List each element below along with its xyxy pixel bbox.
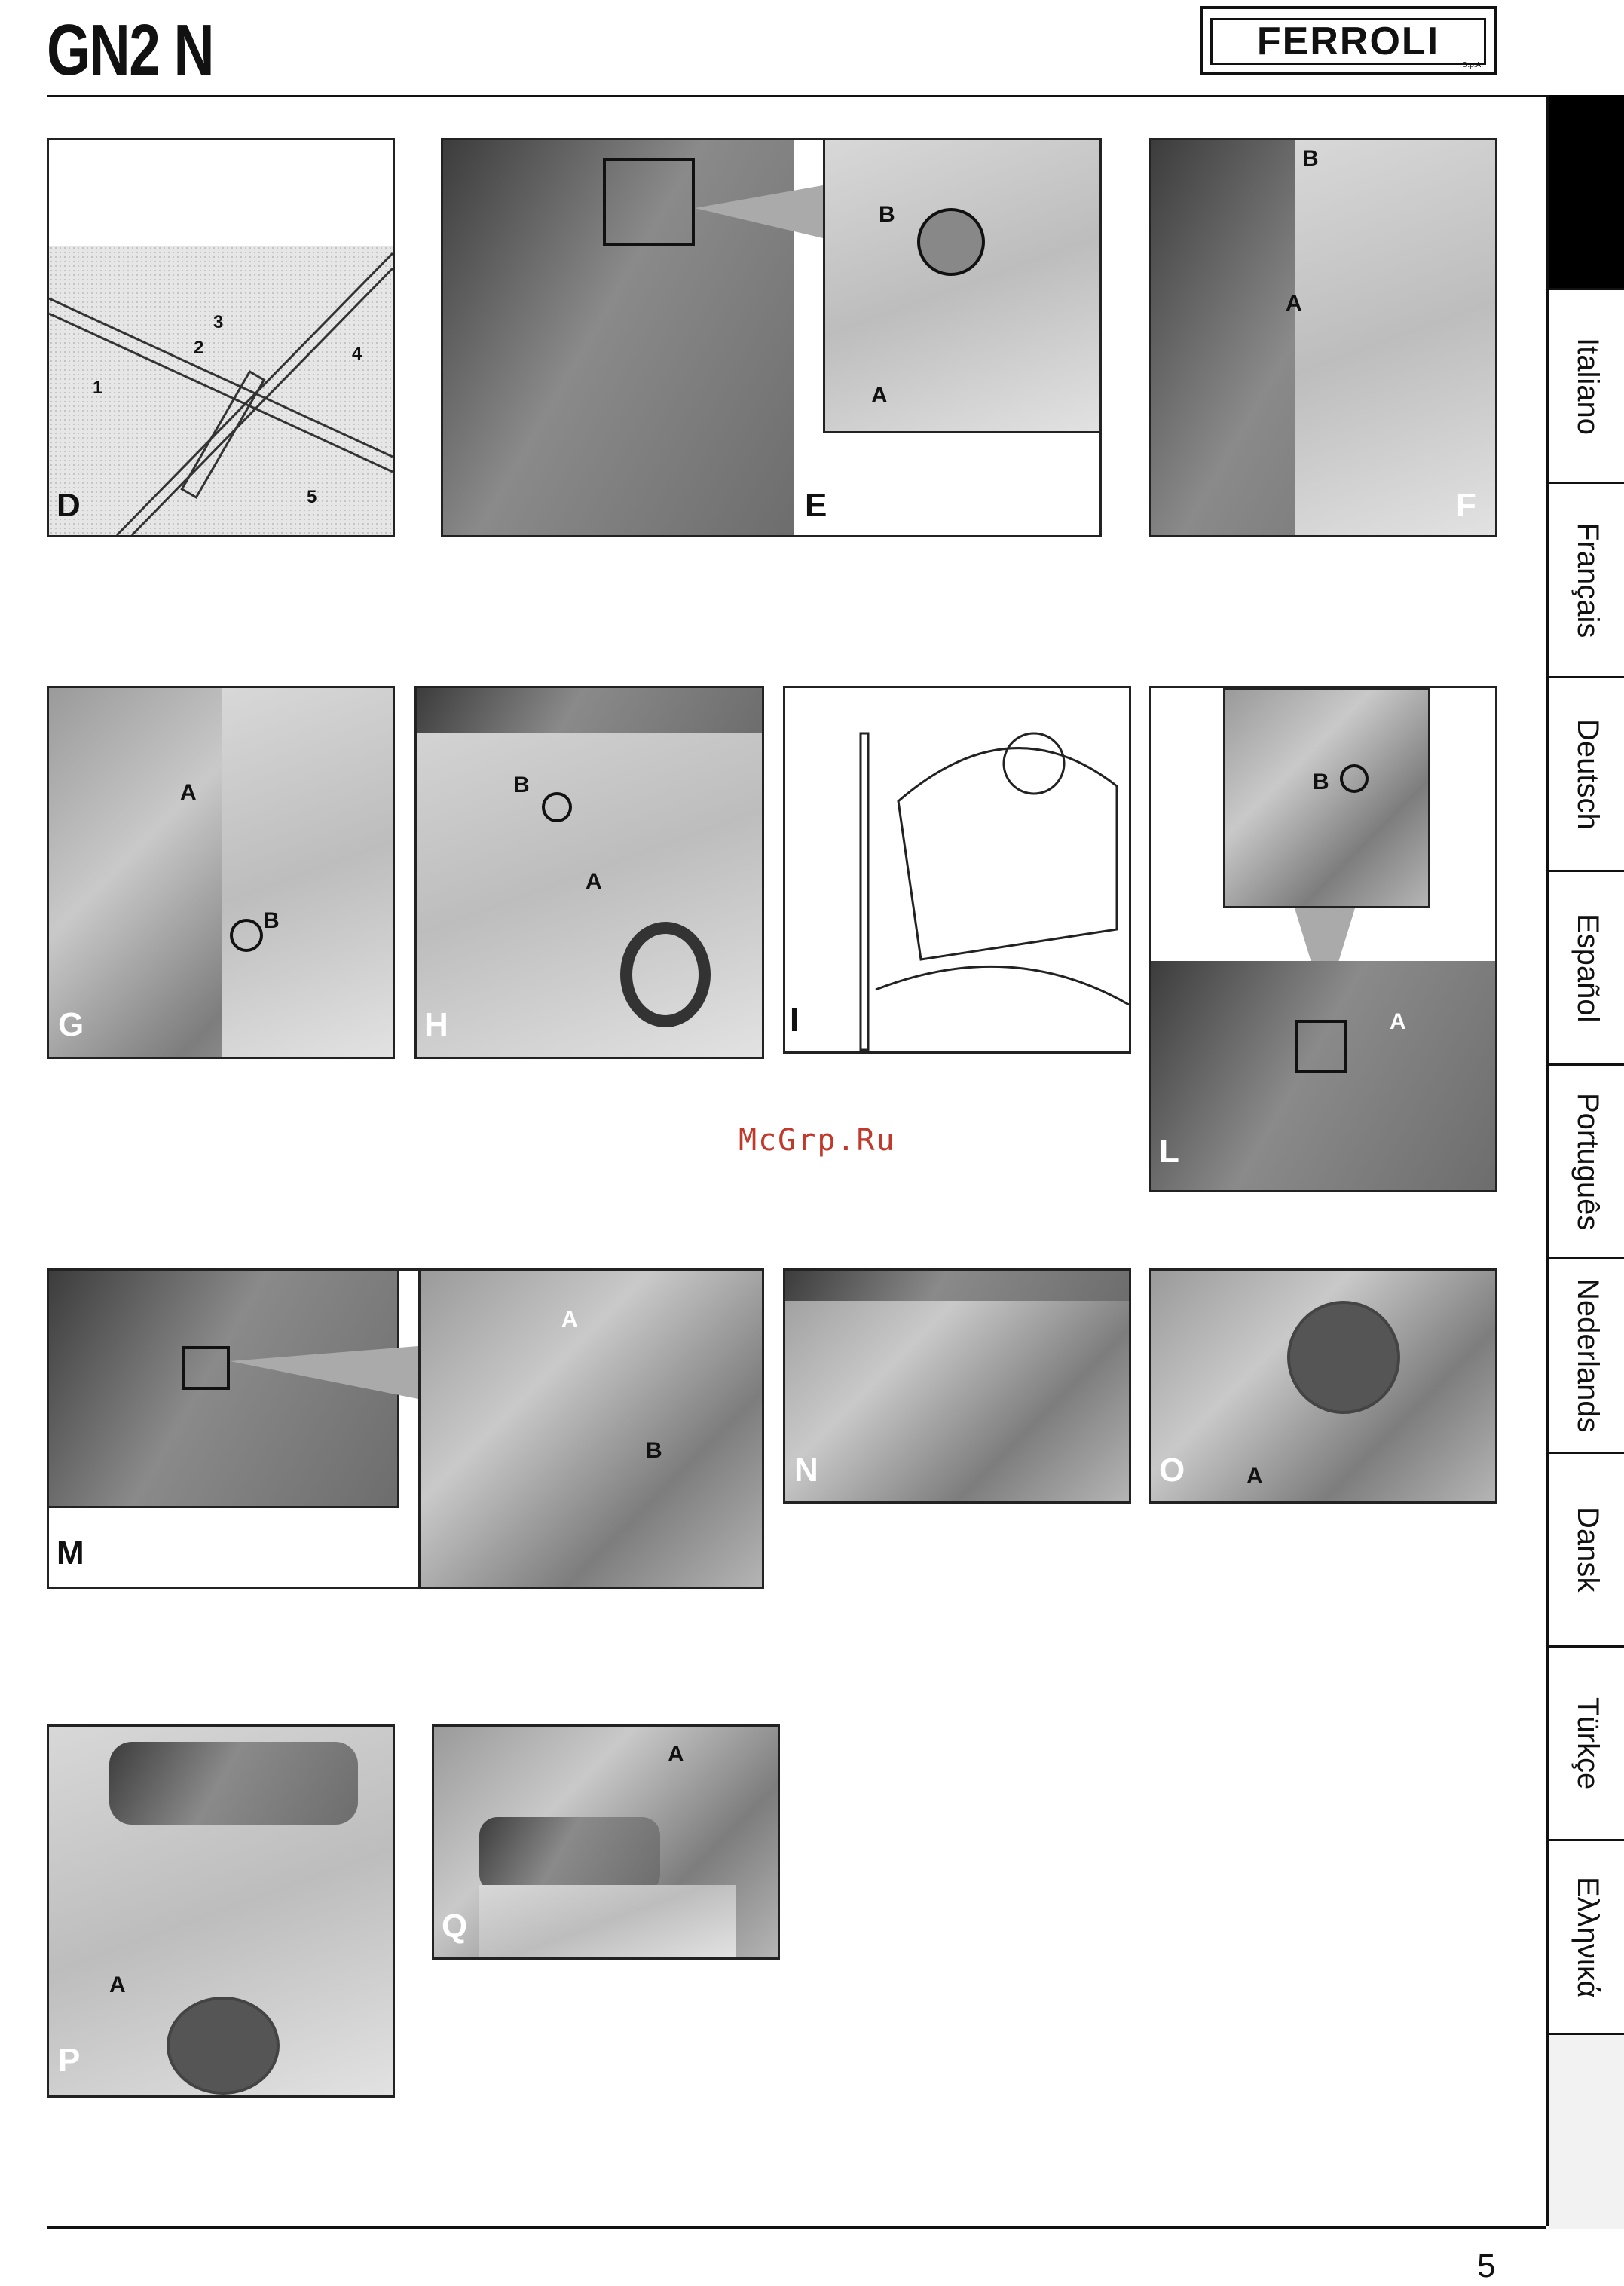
language-label: Deutsch (1570, 719, 1604, 830)
callout-b: B (513, 773, 530, 798)
language-tab-nederlands[interactable]: Nederlands (1549, 1257, 1624, 1452)
figure-e-zoom-box (603, 158, 695, 246)
figure-label-q: Q (442, 1908, 467, 1945)
figure-o-flange (1287, 1301, 1400, 1414)
figure-e-zoom-photo (823, 140, 1102, 433)
callout-a: A (668, 1742, 684, 1767)
language-tab-italiano[interactable]: Italiano (1549, 288, 1624, 482)
figure-label-i: I (790, 1002, 799, 1039)
figure-h-top (417, 688, 762, 733)
figure-e-nut (917, 208, 985, 276)
figure-d-lines (49, 140, 393, 535)
figure-e-zoom-pointer (695, 185, 823, 246)
figure-label-f: F (1456, 487, 1476, 525)
figure-m: A B M (47, 1268, 764, 1589)
figure-h-hole (620, 922, 711, 1027)
figure-g: A B G (47, 686, 395, 1059)
callout-5: 5 (307, 487, 317, 508)
callout-a: A (109, 1972, 126, 1998)
figure-g-panel (222, 688, 393, 1057)
figure-i-drawing (785, 688, 1129, 1051)
figure-label-o: O (1159, 1452, 1185, 1489)
language-label: Nederlands (1570, 1278, 1604, 1433)
callout-a: A (561, 1307, 578, 1333)
callout-1: 1 (93, 378, 102, 399)
callout-a: A (871, 383, 888, 409)
figure-n: N (783, 1268, 1131, 1504)
language-tab-ellinika[interactable]: Ελληνικά (1549, 1839, 1624, 2033)
language-tab-active-marker (1549, 95, 1624, 288)
figure-p: A P (47, 1724, 395, 2098)
document-title: GN2 N (47, 9, 213, 92)
ferroli-logo: FERROLI S.p.A. (1200, 6, 1497, 75)
figure-m-zoom-pointer (230, 1346, 418, 1399)
logo-subtext: S.p.A. (1463, 61, 1483, 69)
figure-o: A O (1149, 1268, 1497, 1504)
figure-q: A Q (432, 1724, 780, 1960)
callout-a: A (586, 869, 602, 895)
language-label: Italiano (1570, 338, 1604, 435)
figure-label-d: D (57, 487, 81, 525)
figure-m-zoom-photo (418, 1271, 764, 1587)
figure-l-ring-b (1340, 764, 1369, 793)
callout-b: B (879, 202, 895, 228)
figure-f-panel (1295, 140, 1495, 535)
figure-l-zoom-photo (1223, 688, 1430, 908)
figure-l-zoom-box (1295, 1020, 1347, 1073)
language-label: Español (1570, 913, 1604, 1023)
figure-f: B A F (1149, 138, 1497, 537)
language-tab-turkce[interactable]: Türkçe (1549, 1645, 1624, 1839)
callout-b: B (1313, 770, 1329, 795)
watermark: McGrp.Ru (739, 1123, 896, 1158)
language-label: Ελληνικά (1570, 1877, 1604, 1997)
footer-rule (47, 2226, 1546, 2229)
figure-label-l: L (1159, 1133, 1179, 1171)
language-label: Türkçe (1570, 1697, 1604, 1789)
figure-label-g: G (58, 1006, 84, 1044)
callout-4: 4 (352, 344, 362, 365)
figure-q-body (479, 1885, 736, 1957)
page-number: 5 (1477, 2248, 1495, 2285)
callout-b: B (646, 1438, 662, 1464)
figure-n-top (785, 1271, 1129, 1301)
figure-label-m: M (57, 1535, 84, 1572)
callout-b: B (263, 908, 280, 934)
callout-a: A (1286, 291, 1302, 317)
language-tab-dansk[interactable]: Dansk (1549, 1452, 1624, 1645)
callout-a: A (180, 780, 197, 806)
figure-h: B A H (414, 686, 764, 1059)
logo-frame: FERROLI (1210, 18, 1486, 65)
figure-e: B A E (441, 138, 1102, 537)
figure-label-p: P (58, 2042, 80, 2079)
callout-2: 2 (194, 338, 203, 359)
language-tab-portugues[interactable]: Português (1549, 1063, 1624, 1257)
figure-l: B A L (1149, 686, 1497, 1192)
language-label: Français (1570, 522, 1604, 638)
language-label: Dansk (1570, 1507, 1604, 1592)
figure-d: 1 2 3 4 5 D (47, 138, 395, 537)
header-rule (47, 95, 1546, 97)
language-tabs: Italiano Français Deutsch Español Portug… (1546, 95, 1624, 2226)
figure-p-flange (167, 1997, 280, 2095)
callout-b: B (1302, 146, 1319, 172)
language-tab-francais[interactable]: Français (1549, 482, 1624, 676)
figure-label-n: N (794, 1452, 818, 1489)
callout-3: 3 (213, 312, 223, 333)
figure-h-ring-b (542, 792, 572, 822)
figure-q-cover (479, 1817, 660, 1893)
figure-m-zoom-box (182, 1346, 230, 1390)
figure-l-photo (1151, 961, 1495, 1190)
figure-label-e: E (805, 487, 827, 525)
figure-label-h: H (424, 1006, 448, 1044)
figure-i: I (783, 686, 1131, 1054)
language-tab-empty (1549, 2033, 1624, 2229)
language-tab-espanol[interactable]: Español (1549, 870, 1624, 1063)
logo-text: FERROLI (1257, 19, 1439, 64)
figure-g-ring-b (230, 919, 263, 952)
language-label: Português (1570, 1093, 1604, 1230)
callout-a: A (1390, 1009, 1406, 1035)
language-tab-deutsch[interactable]: Deutsch (1549, 676, 1624, 870)
figure-p-cover (109, 1742, 358, 1825)
callout-a: A (1246, 1464, 1263, 1489)
